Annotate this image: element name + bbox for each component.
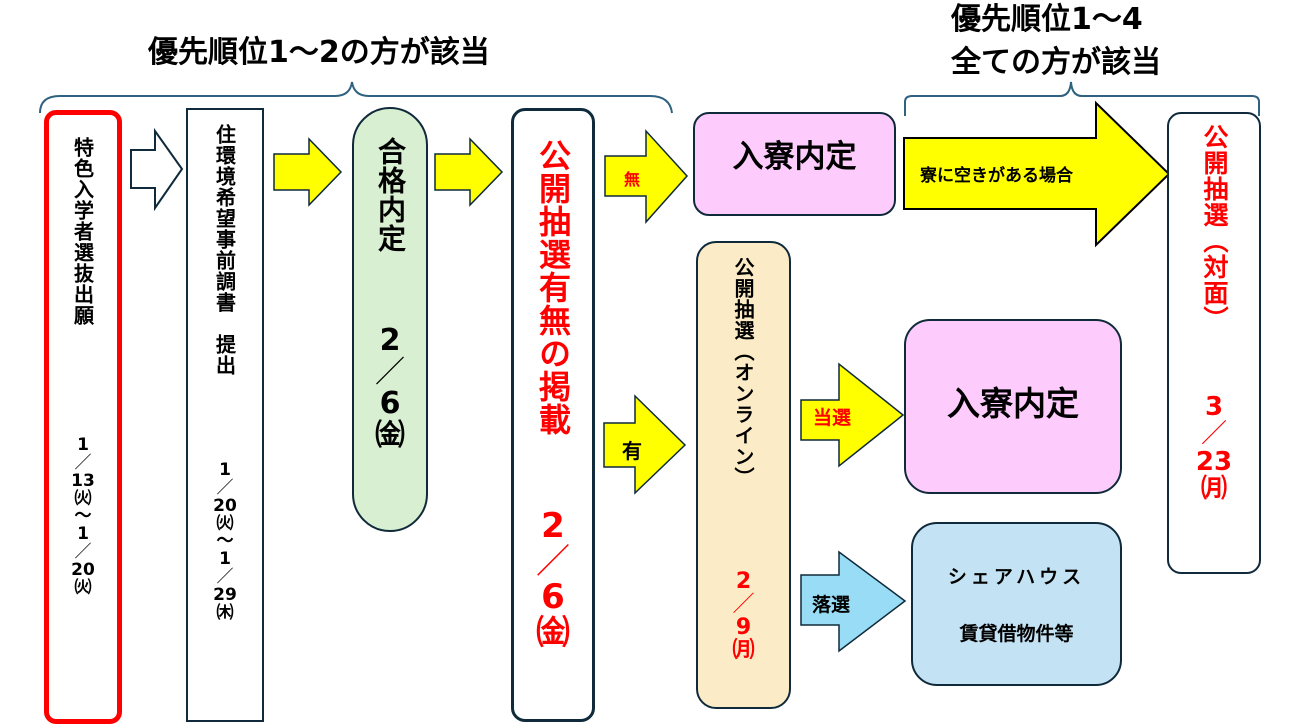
application-box: 特色入学者選抜出願 1 ／ 13 ㈫ ～ 1 ／ 20 ㈫ xyxy=(44,110,122,724)
dorm-offer-win-title: 入寮内定 xyxy=(947,383,1079,423)
none-arrow-icon xyxy=(604,129,689,224)
win-arrow-icon xyxy=(800,362,905,468)
dorm-offer-top-box: 入寮内定 xyxy=(693,112,896,216)
left-priority-heading: 優先順位1～2の方が該当 xyxy=(148,35,490,70)
online-lottery-box: 公開抽選（オンライン） 2 ／ 9 ㈪ xyxy=(696,241,791,709)
right-priority-heading-line1: 優先順位1～4 xyxy=(951,2,1143,37)
none-arrow-label: 無 xyxy=(624,170,641,189)
outline-arrow-icon xyxy=(130,127,184,212)
yes-arrow-label: 有 xyxy=(622,439,642,463)
lose-arrow-icon xyxy=(800,550,907,653)
left-brace xyxy=(39,81,673,114)
acceptance-box: 合格内定 2 ／ 6 ㈮ xyxy=(352,107,428,532)
application-date: 1 ／ 13 ㈫ ～ 1 ／ 20 ㈫ xyxy=(71,435,95,598)
yellow-arrow-icon xyxy=(434,137,504,207)
alternative-housing-line1: シェアハウス xyxy=(947,566,1086,588)
inperson-lottery-box: 公開抽選（対面） 3 ／ 23 ㈪ xyxy=(1167,112,1261,574)
online-lottery-date: 2 ／ 9 ㈪ xyxy=(732,569,755,664)
yes-arrow-icon xyxy=(603,394,687,495)
right-priority-heading-line2: 全ての方が該当 xyxy=(951,45,1161,80)
right-brace xyxy=(904,81,1260,116)
dorm-offer-top-title: 入寮内定 xyxy=(732,138,857,175)
application-title: 特色入学者選抜出願 xyxy=(70,137,95,326)
online-lottery-title: 公開抽選（オンライン） xyxy=(731,257,755,488)
lottery-notice-date: 2 ／ 6 ㈮ xyxy=(536,506,570,654)
inperson-lottery-date: 3 ／ 23 ㈪ xyxy=(1195,392,1233,504)
lottery-notice-box: 公開抽選有無の掲載 2 ／ 6 ㈮ xyxy=(511,108,595,722)
housing-survey-title: 住環境希望事前調書 提出 xyxy=(212,124,237,376)
yellow-arrow-icon xyxy=(273,137,343,207)
vacancy-arrow-label: 寮に空きがある場合 xyxy=(920,166,1073,186)
inperson-lottery-title: 公開抽選（対面） xyxy=(1200,124,1229,332)
housing-survey-date: 1 ／ 20 ㈫ ～ 1 ／ 29 ㈭ xyxy=(213,460,237,623)
win-arrow-label: 当選 xyxy=(813,407,852,429)
alternative-housing-box: シェアハウス 賃貸借物件等 xyxy=(911,522,1122,686)
housing-survey-box: 住環境希望事前調書 提出 1 ／ 20 ㈫ ～ 1 ／ 29 ㈭ xyxy=(186,108,264,722)
vacancy-arrow-icon xyxy=(903,100,1171,248)
lose-arrow-label: 落選 xyxy=(812,594,851,616)
acceptance-title: 合格内定 xyxy=(374,137,407,253)
acceptance-date: 2 ／ 6 ㈮ xyxy=(375,323,405,453)
dorm-offer-win-box: 入寮内定 xyxy=(904,319,1122,494)
alternative-housing-line2: 賃貸借物件等 xyxy=(959,623,1074,645)
lottery-notice-title: 公開抽選有無の掲載 xyxy=(534,139,572,436)
